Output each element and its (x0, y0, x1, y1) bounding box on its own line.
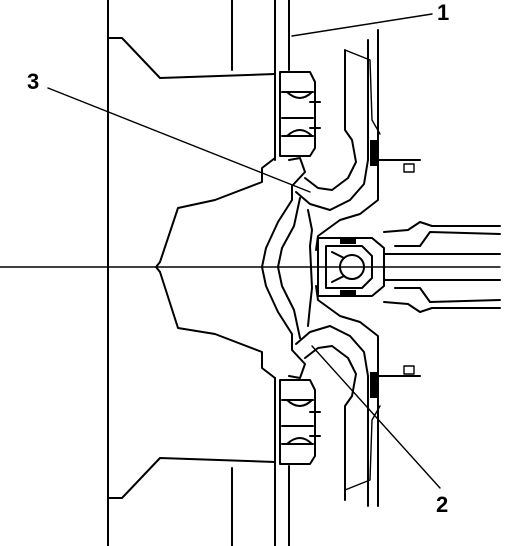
upper-lug-nut (279, 71, 321, 157)
lower-lug-nut (279, 379, 321, 465)
knuckle-outline (315, 29, 421, 507)
callout-1-label: 1 (437, 0, 449, 25)
hub-cap-profile (261, 39, 369, 507)
callout-leaders (47, 13, 441, 489)
hub-flange (274, 0, 290, 546)
wheel-profile (107, 0, 276, 546)
axle-shaft (317, 221, 501, 313)
callout-2-label: 2 (436, 492, 448, 517)
callout-3-label: 3 (27, 69, 39, 94)
